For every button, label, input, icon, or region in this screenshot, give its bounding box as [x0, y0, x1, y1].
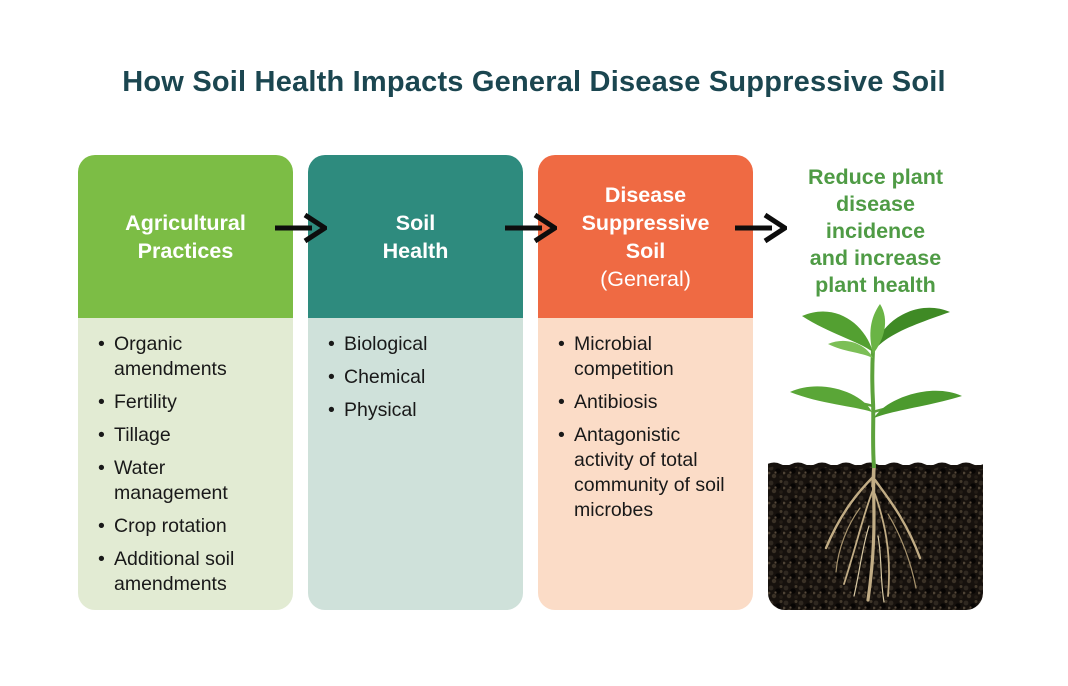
list-item-label: Water management [114, 457, 228, 504]
list-item-label: Antibiosis [574, 391, 658, 413]
header-line: Practices [137, 238, 234, 263]
card-header-disease-suppressive-soil: Disease Suppressive Soil (General) [538, 155, 753, 318]
card-body-disease-suppressive-soil: • Microbial competition • Antibiosis • Anta… [538, 318, 753, 610]
header-line: Agricultural [125, 210, 246, 235]
list-item: • Microbial competition [558, 332, 739, 382]
bullet-icon: • [98, 548, 105, 570]
list-item: • Crop rotation [98, 514, 279, 539]
bullet-icon: • [558, 333, 565, 355]
list-item-label: Biological [344, 333, 428, 355]
header-line: Soil [395, 210, 436, 235]
page-title: How Soil Health Impacts General Disease … [122, 66, 946, 98]
list-item-label: Physical [344, 399, 417, 421]
list-item: • Organic amendments [98, 332, 279, 382]
list-item-label: Additional soil amendments [114, 548, 235, 595]
outcome-title-line: disease [836, 192, 915, 216]
bullet-icon: • [328, 333, 335, 355]
header-line: Soil [625, 238, 666, 263]
card-body-soil-health: • Biological • Chemical • Physical [308, 318, 523, 610]
card-header-agricultural-practices: Agricultural Practices [78, 155, 293, 318]
bullet-icon: • [328, 399, 335, 421]
list-item-label: Chemical [344, 366, 426, 388]
list-item: • Fertility [98, 390, 279, 415]
card-header-soil-health: Soil Health [308, 155, 523, 318]
outcome-title-line: incidence [825, 219, 926, 243]
roots [824, 463, 922, 603]
bullet-icon: • [558, 424, 565, 446]
header-line: Disease [604, 182, 687, 207]
outcome-title-line: and increase [809, 246, 942, 270]
bullet-icon: • [558, 391, 565, 413]
outcome-title-line: Reduce plant [808, 165, 943, 189]
bullet-icon: • [98, 391, 105, 413]
list-item: • Chemical [328, 365, 509, 390]
right-arrow-icon [735, 212, 787, 244]
card-disease-suppressive-soil: Disease Suppressive Soil (General) • Micr… [538, 155, 753, 610]
list-item: • Biological [328, 332, 509, 357]
bullet-icon: • [98, 424, 105, 446]
bullet-icon: • [328, 366, 335, 388]
leaves [790, 304, 962, 469]
right-arrow-icon [505, 212, 557, 244]
list-item: • Additional soil amendments [98, 547, 279, 597]
list-item-label: Crop rotation [114, 515, 227, 537]
outcome-title-line: plant health [815, 273, 936, 297]
card-agricultural-practices: Agricultural Practices • Organic amendmen… [78, 155, 293, 610]
list-item-label: Organic amendments [114, 333, 227, 380]
list-item: • Physical [328, 398, 509, 423]
list-item: • Antibiosis [558, 390, 739, 415]
list-item-label: Fertility [114, 391, 177, 413]
list-item-label: Microbial competition [574, 333, 674, 380]
list-item: • Tillage [98, 423, 279, 448]
header-line: Suppressive [581, 210, 710, 235]
bullet-icon: • [98, 333, 105, 355]
bullet-icon: • [98, 457, 105, 479]
list-item-label: Antagonistic activity of total community… [574, 424, 725, 521]
soil [768, 462, 983, 610]
outcome-title: Reduce plant disease incidence and incre… [768, 155, 983, 299]
header-line: Health [382, 238, 449, 263]
list-item-label: Tillage [114, 424, 171, 446]
card-body-agricultural-practices: •Organic amendments •Fertility •Tillage … [78, 318, 293, 610]
card-soil-health: Soil Health • Biological • Chemical • Physi… [308, 155, 523, 610]
list-item: • Antagonistic activity of total communit… [558, 423, 739, 523]
header-subtitle: (General) [600, 266, 691, 291]
seedling-roots-soil-photo [768, 304, 983, 610]
card-outcome-plant-health: Reduce plant disease incidence and incre… [768, 155, 983, 610]
bullet-icon: • [98, 515, 105, 537]
right-arrow-icon [275, 212, 327, 244]
list-item: • Water management [98, 456, 279, 506]
